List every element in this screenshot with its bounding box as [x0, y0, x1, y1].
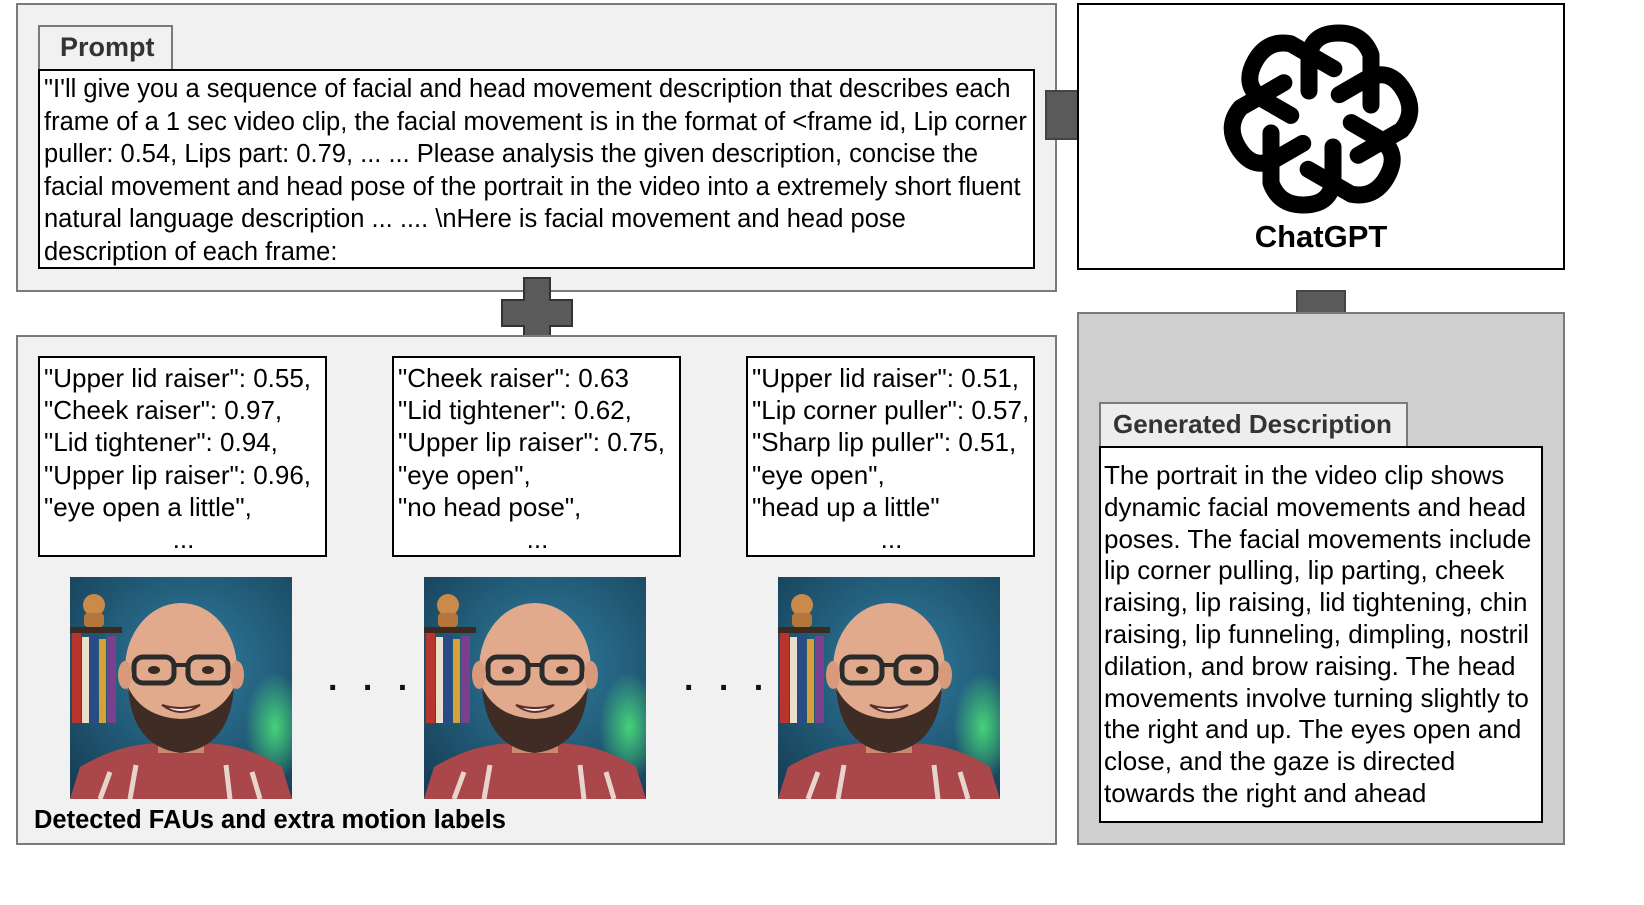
- fau-line: "eye open",: [752, 459, 885, 490]
- fau-line: "eye open",: [398, 459, 531, 490]
- chatgpt-box: ChatGPT: [1077, 3, 1565, 270]
- fau-more: ...: [880, 524, 903, 555]
- fau-line: "Upper lip raiser": 0.75,: [398, 427, 666, 458]
- generated-text-box: The portrait in the video clip shows dyn…: [1099, 446, 1543, 823]
- fau-line: "Cheek raiser": 0.97,: [44, 395, 283, 426]
- frames-ellipsis-1: . . .: [328, 660, 416, 698]
- fau-caption: Detected FAUs and extra motion labels: [34, 806, 506, 834]
- fau-more: ...: [526, 524, 549, 555]
- fau-box-3: "Upper lid raiser": 0.51, "Lip corner pu…: [746, 356, 1035, 557]
- fau-line: "Lid tightener": 0.94,: [44, 427, 278, 458]
- fau-line: "Upper lip raiser": 0.96,: [44, 459, 312, 490]
- frames-ellipsis-2: . . .: [684, 660, 772, 698]
- fau-line: "Cheek raiser": 0.63: [398, 363, 629, 393]
- fau-line: "Upper lid raiser": 0.51,: [752, 363, 1020, 393]
- fau-line: "Lip corner puller": 0.57,: [752, 395, 1030, 426]
- video-frame-2: [424, 577, 646, 799]
- prompt-text: "I'll give you a sequence of facial and …: [44, 75, 1035, 266]
- generated-text: The portrait in the video clip shows dyn…: [1104, 460, 1539, 808]
- fau-line: "head up a little": [752, 491, 940, 522]
- prompt-text-box: "I'll give you a sequence of facial and …: [38, 69, 1035, 269]
- chatgpt-label: ChatGPT: [1254, 219, 1388, 254]
- video-frame-1: [70, 577, 292, 799]
- fau-line: "eye open a little",: [44, 491, 252, 522]
- video-frame-3: [778, 577, 1000, 799]
- fau-box-1: "Upper lid raiser": 0.55, "Cheek raiser"…: [38, 356, 327, 557]
- fau-more: ...: [172, 524, 195, 555]
- fau-line: "no head pose",: [398, 491, 582, 522]
- fau-line: "Upper lid raiser": 0.55,: [44, 363, 312, 393]
- generated-tab: Generated Description: [1099, 402, 1408, 446]
- prompt-tab: Prompt: [38, 25, 173, 69]
- fau-lines-3: "Upper lid raiser": 0.51, "Lip corner pu…: [752, 362, 1031, 555]
- fau-line: "Sharp lip puller": 0.51,: [752, 427, 1017, 458]
- fau-lines-1: "Upper lid raiser": 0.55, "Cheek raiser"…: [44, 362, 323, 555]
- fau-line: "Lid tightener": 0.62,: [398, 395, 632, 426]
- openai-logo-icon: [1221, 19, 1421, 219]
- fau-lines-2: "Cheek raiser": 0.63 "Lid tightener": 0.…: [398, 362, 677, 555]
- fau-box-2: "Cheek raiser": 0.63 "Lid tightener": 0.…: [392, 356, 681, 557]
